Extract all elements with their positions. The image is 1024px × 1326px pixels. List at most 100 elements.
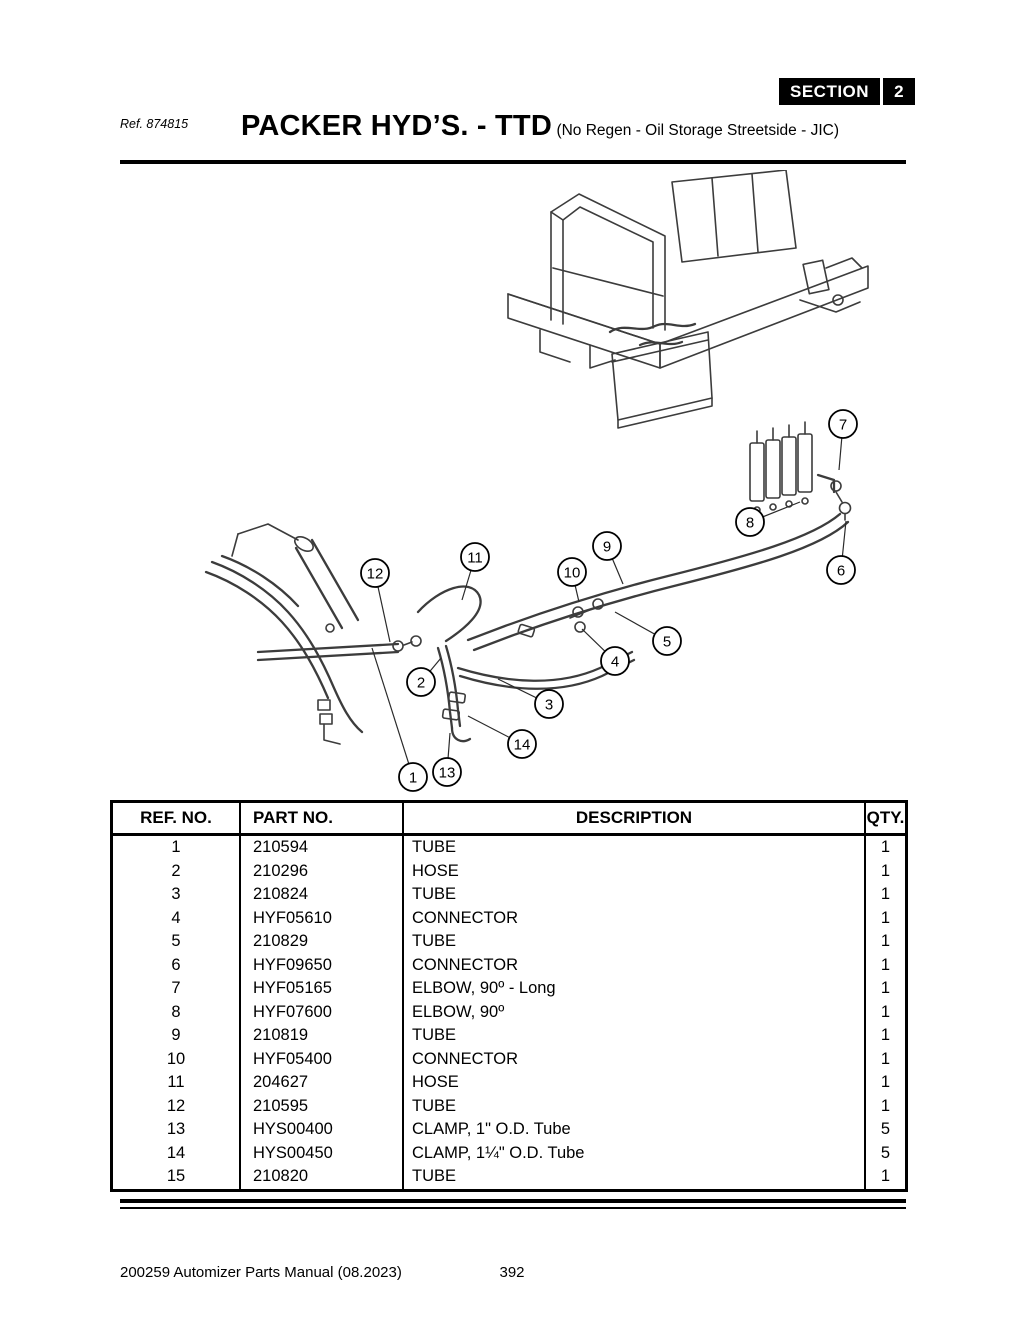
qty: 1 [864,953,907,977]
ref-no: 13 [166,1120,186,1138]
description: TUBE [402,1094,865,1118]
description: HOSE [402,1071,865,1095]
svg-text:11: 11 [467,550,483,567]
qty: 1 [864,859,907,883]
page-title: PACKER HYD’S. - TTD [240,110,552,142]
svg-text:9: 9 [603,539,611,556]
svg-text:3: 3 [545,697,553,714]
qty: 1 [864,1024,907,1048]
description: TUBE [402,834,865,860]
column-header-qty: QTY. [864,801,907,836]
part-no: HYF09650 [239,953,403,977]
qty: 1 [864,1071,907,1095]
ref-no: 11 [167,1073,185,1091]
column-header-ref-no: REF. NO. [111,801,240,836]
ref-no: 4 [171,908,181,927]
callout-2: 2 [406,667,436,697]
callout-leader-1 [371,647,414,778]
svg-text:8: 8 [746,515,754,532]
callout-12: 12 [360,558,390,588]
part-no: HYF05610 [239,906,403,930]
description: ELBOW, 90º - Long [402,977,865,1001]
qty: 1 [864,1165,907,1190]
ref-no: 1 [171,838,181,856]
qty: 1 [864,1094,907,1118]
part-no: 210824 [239,883,403,907]
column-header-part-no: PART NO. [239,801,403,836]
qty: 1 [864,834,907,860]
ref-no: 9 [171,1026,181,1044]
truck-frame-art [507,169,869,429]
ref-no: 7 [171,979,181,997]
description: CONNECTOR [402,906,865,930]
callout-8: 8 [735,507,765,537]
callout-3: 3 [534,689,564,719]
callout-11: 11 [460,542,490,572]
svg-text:7: 7 [839,417,847,434]
qty: 1 [864,906,907,930]
part-no: 210819 [239,1024,403,1048]
part-no: HYF07600 [239,1000,403,1024]
callout-9: 9 [592,531,622,561]
description: CLAMP, 1¼" O.D. Tube [402,1141,865,1165]
description: CONNECTOR [402,953,865,977]
page-subtitle: (No Regen - Oil Storage Streetside - JIC… [556,122,839,139]
footer-manual-info: 200259 Automizer Parts Manual (08.2023) [120,1264,402,1281]
callout-1: 1 [398,762,428,792]
svg-text:5: 5 [663,634,671,651]
callout-4: 4 [600,646,630,676]
svg-text:12: 12 [367,566,384,583]
description: CLAMP, 1" O.D. Tube [402,1118,865,1142]
part-no: HYS00400 [239,1118,403,1142]
qty: 5 [864,1141,907,1165]
page-title-line: PACKER HYD’S. - TTD (No Regen - Oil Stor… [170,110,910,143]
ref-no: 8 [171,1002,181,1021]
footer-rule-thin [120,1207,906,1209]
part-no: HYF05400 [239,1047,403,1071]
callout-13: 13 [432,757,462,787]
description: TUBE [402,1024,865,1048]
svg-text:14: 14 [514,737,531,754]
qty: 1 [864,1047,907,1071]
description: TUBE [402,930,865,954]
callout-14: 14 [507,729,537,759]
part-no: 210820 [239,1165,403,1190]
column-header-description: DESCRIPTION [402,801,865,836]
description: TUBE [402,883,865,907]
valve-bank-art [749,421,852,521]
ref-no: 15 [166,1167,186,1185]
reference-number: Ref. 874815 [120,117,189,131]
svg-text:1: 1 [409,770,417,787]
qty: 1 [864,977,907,1001]
section-badge-divider [880,78,884,105]
ref-no: 10 [166,1049,186,1068]
part-no: HYF05165 [239,977,403,1001]
qty: 1 [864,930,907,954]
ref-no: 14 [166,1143,186,1162]
svg-text:10: 10 [564,565,581,582]
footer-rule-thick [120,1199,906,1203]
part-no: 210594 [239,834,403,860]
callout-10: 10 [557,557,587,587]
callout-5: 5 [652,626,682,656]
